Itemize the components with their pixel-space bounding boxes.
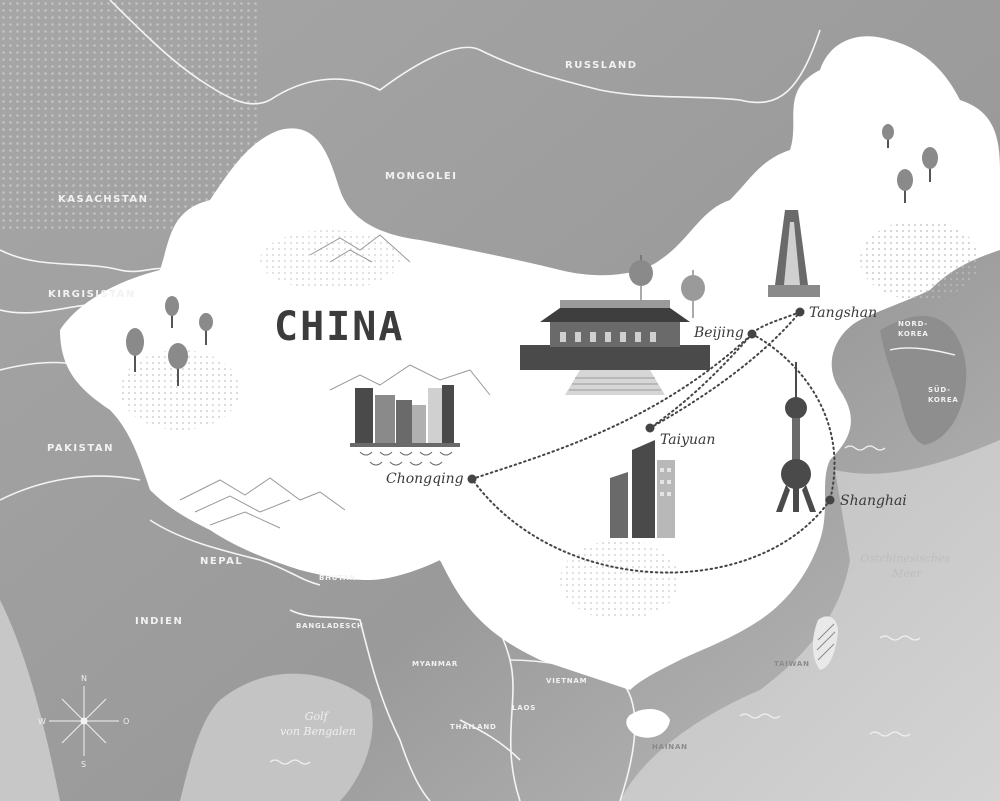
country-label-nordkorea: NORD- KOREA: [898, 320, 931, 338]
city-label-chongqing[interactable]: Chongqing: [386, 471, 464, 487]
lantern-icon: [629, 255, 653, 300]
halftone-south: [560, 540, 680, 620]
taiwan-hatch: [816, 623, 836, 661]
country-label-suedkorea-line1: SÜD-: [928, 385, 951, 394]
city-label-tangshan[interactable]: Tangshan: [809, 305, 877, 321]
route-shanghai-chongqing: [471, 478, 831, 574]
tree-icon: [126, 328, 144, 372]
country-label-mongolei: MONGOLEI: [385, 171, 457, 182]
country-label-indien: INDIEN: [135, 616, 183, 627]
compass-rose-icon: [49, 686, 119, 756]
sea-label-golf-line1: Golf: [305, 710, 330, 723]
bay-of-bengal: [180, 673, 373, 801]
tree-icon: [882, 124, 894, 148]
mountains-illustration: [179, 234, 411, 529]
city-label-taiyuan[interactable]: Taiyuan: [660, 432, 715, 448]
compass-label-o: O: [123, 717, 129, 726]
city-dot-chongqing[interactable]: [467, 474, 477, 484]
halftone-west: [260, 230, 400, 290]
east-sea: [620, 440, 1000, 801]
map-title: CHINA: [274, 304, 404, 350]
country-label-russland: RUSSLAND: [565, 60, 638, 71]
taiyuan-buildings-illustration: [610, 440, 675, 538]
country-label-nordkorea-line1: NORD-: [898, 320, 928, 328]
tree-icon: [922, 147, 938, 182]
sea-label-ostchinesisches-line2: Meer: [891, 567, 922, 580]
route-taiyuan-tangshan: [649, 311, 801, 429]
route-beijing-taiyuan: [649, 333, 753, 429]
hainan-island: [626, 708, 670, 738]
travel-routes: [471, 311, 836, 574]
city-dot-tangshan[interactable]: [795, 307, 805, 317]
country-label-bangladesch: BANGLADESCH: [296, 622, 364, 630]
sea-label-golf-line2: von Bengalen: [280, 725, 356, 738]
sea-label-ostchinesisches-line1: Ostchinesisches: [860, 552, 950, 565]
country-label-nordkorea-line2: KOREA: [898, 330, 929, 338]
compass-label-w: W: [38, 717, 46, 726]
wave-decorations: [269, 445, 921, 765]
country-label-nepal: NEPAL: [200, 556, 243, 567]
city-dot-shanghai[interactable]: [825, 495, 835, 505]
country-label-bhutan: BHUTAN: [319, 574, 356, 582]
city-label-beijing[interactable]: Beijing: [693, 325, 744, 341]
lanterns-illustration: [629, 255, 705, 318]
tree-icon: [199, 313, 213, 345]
tangshan-monument-illustration: [768, 210, 820, 297]
korea-border: [889, 347, 956, 356]
lantern-icon: [681, 270, 705, 318]
city-markers: [467, 307, 835, 505]
taiwan-island: [812, 616, 838, 670]
route-chongqing-beijing: [471, 333, 753, 480]
country-label-myanmar: MYANMAR: [412, 660, 458, 668]
city-dot-beijing[interactable]: [747, 329, 757, 339]
trees-west: [126, 296, 213, 386]
compass-label-n: N: [81, 674, 87, 683]
country-label-kasachstan: KASACHSTAN: [58, 194, 149, 205]
halftone-northeast: [860, 220, 980, 300]
country-label-suedkorea-line2: KOREA: [928, 396, 959, 404]
tree-icon: [168, 343, 188, 386]
country-label-suedkorea: SÜD- KOREA: [928, 385, 959, 404]
arabian-sea: [0, 600, 60, 801]
country-label-laos: LAOS: [512, 704, 536, 712]
tree-icon: [165, 296, 179, 328]
route-beijing-shanghai: [751, 333, 836, 501]
city-label-shanghai[interactable]: Shanghai: [840, 493, 907, 509]
forbidden-city-illustration: [520, 300, 710, 395]
city-dot-taiyuan[interactable]: [645, 423, 655, 433]
country-label-kirgisistan: KIRGISISTAN: [48, 289, 136, 300]
country-label-taiwan: TAIWAN: [774, 660, 810, 668]
tree-icon: [897, 169, 913, 203]
halftone-xinjiang: [120, 350, 240, 430]
chongqing-skyline-illustration: [329, 364, 491, 466]
country-label-thailand: THAILAND: [450, 723, 497, 731]
sea-label-golf-von-bengalen: Golf von Bengalen: [280, 710, 356, 738]
trees-northeast: [882, 124, 938, 203]
country-label-vietnam: VIETNAM: [546, 677, 587, 685]
country-label-pakistan: PAKISTAN: [47, 443, 114, 454]
compass-label-s: S: [81, 760, 86, 769]
country-label-hainan: HAINAN: [652, 743, 688, 751]
sea-label-ostchinesisches-meer: Ostchinesisches Meer: [860, 552, 953, 580]
